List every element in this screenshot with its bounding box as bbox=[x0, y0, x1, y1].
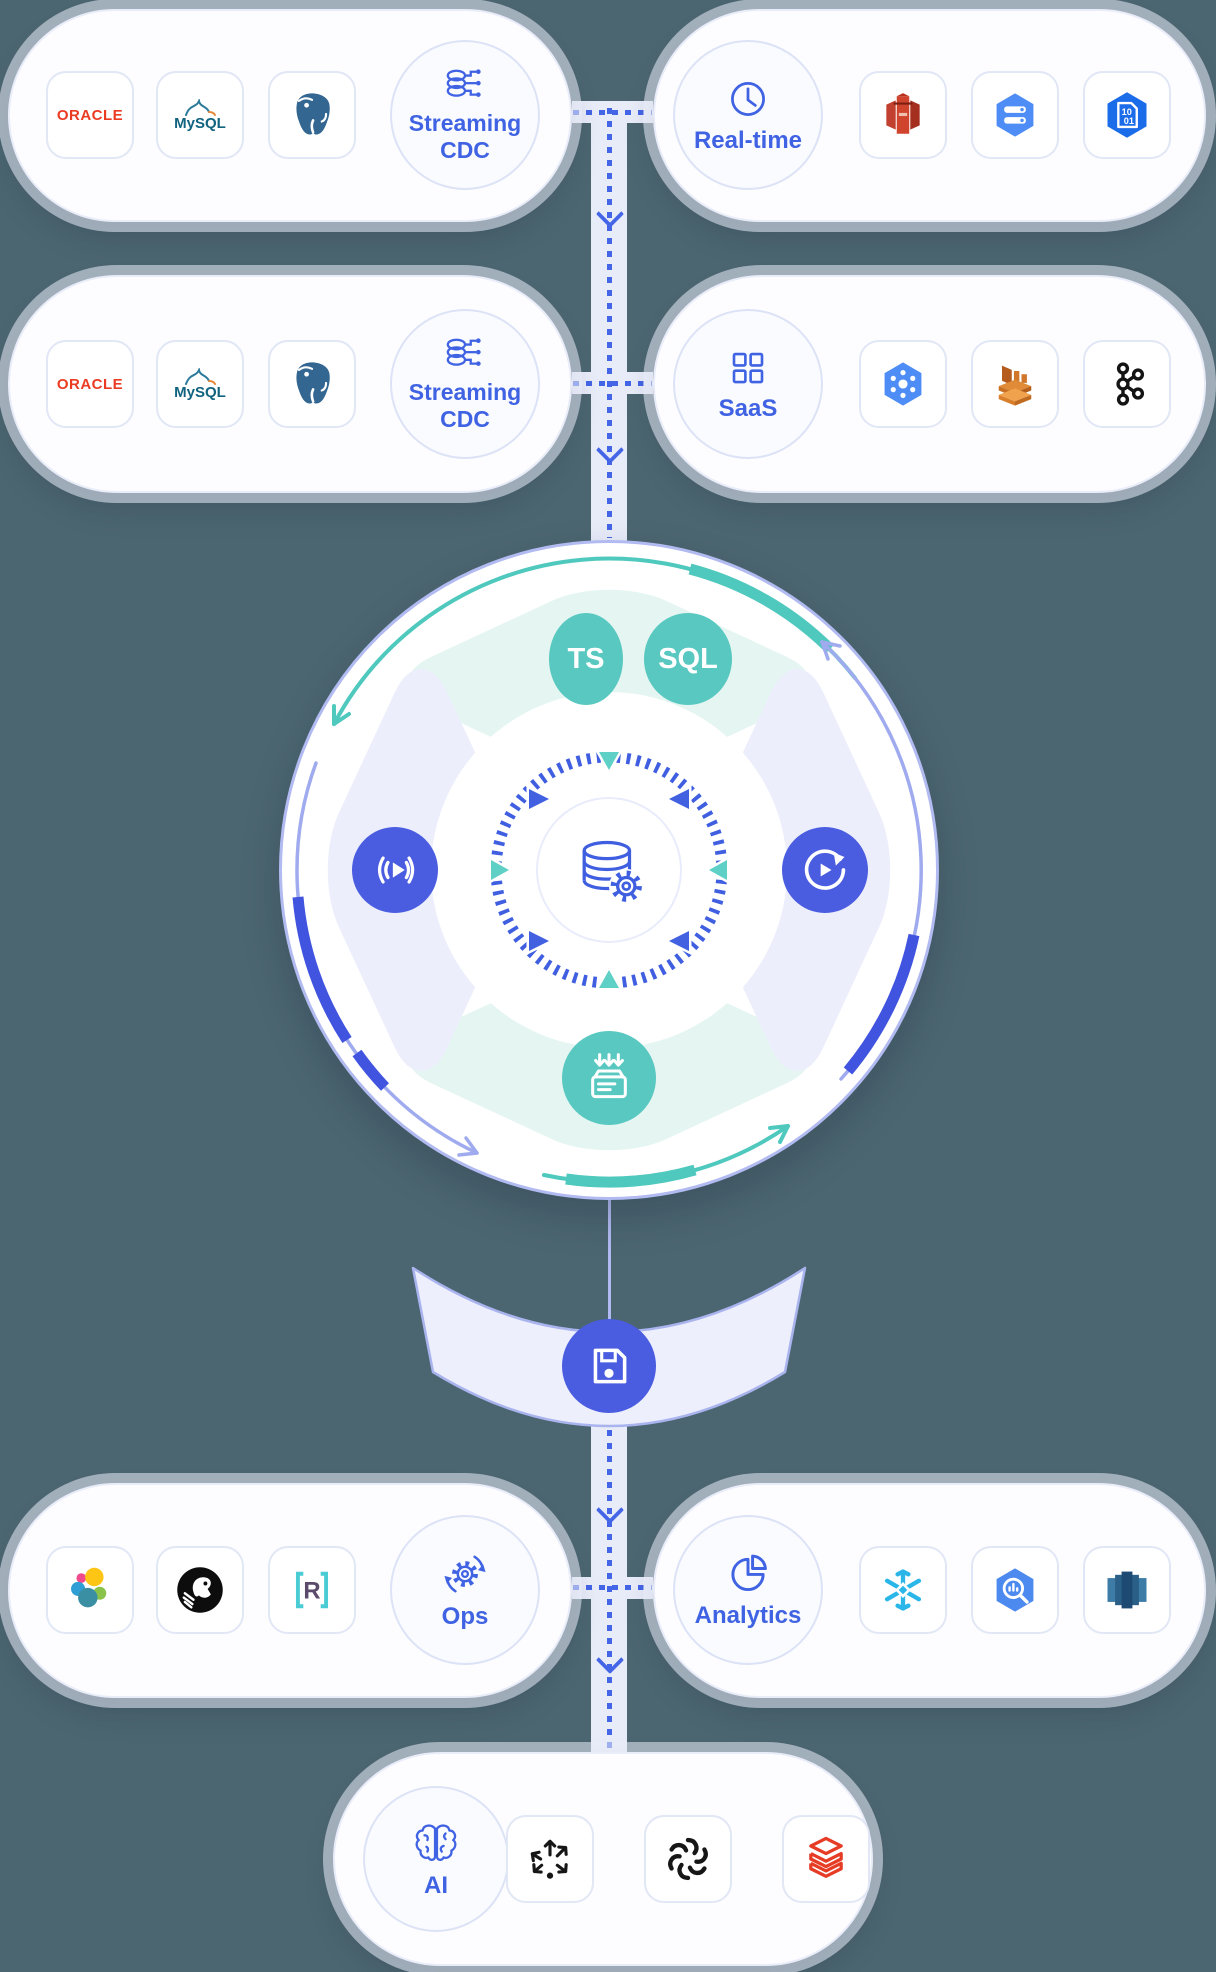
rockset-logo: R bbox=[268, 1546, 356, 1634]
mysql-dolphin-icon-2 bbox=[185, 367, 216, 385]
postgresql-logo bbox=[268, 71, 356, 159]
openai-knot-icon bbox=[668, 1837, 708, 1881]
oracle-wordmark-2: ORACLE bbox=[56, 375, 124, 393]
databricks-logo bbox=[782, 1815, 870, 1903]
teal-arrow-west bbox=[488, 855, 515, 885]
mysql-dolphin-icon bbox=[185, 98, 216, 116]
core-to-sink-line bbox=[608, 1197, 611, 1337]
redshift-panels-icon bbox=[1107, 1571, 1147, 1609]
broadcast-play-icon bbox=[377, 856, 415, 884]
animal-mascot-logo bbox=[156, 1546, 244, 1634]
archive-icon bbox=[591, 1053, 627, 1099]
ts-badge-label: TS bbox=[567, 642, 605, 675]
blue-arrow-ne bbox=[663, 784, 692, 814]
kafka-nodes-icon bbox=[1116, 362, 1145, 406]
animal-head-icon bbox=[177, 1567, 223, 1613]
cloud-sql-hexagon-icon bbox=[996, 93, 1034, 137]
replay-circle bbox=[782, 827, 868, 913]
ops-label: Ops bbox=[441, 1602, 489, 1630]
streaming-cdc-mid-label-line2: CDC bbox=[440, 406, 490, 432]
mysql-logo-2: MySQL bbox=[156, 340, 244, 428]
oracle-logo-2: ORACLE bbox=[46, 340, 134, 428]
teal-arrow-south bbox=[594, 964, 624, 991]
dashed-flow-row1 bbox=[573, 110, 652, 115]
pie-chart-icon bbox=[731, 1554, 767, 1591]
streaming-cdc-icon-2 bbox=[446, 338, 481, 366]
snowflake-logo bbox=[859, 1546, 947, 1634]
streaming-cdc-label-line1: Streaming bbox=[408, 110, 522, 136]
blue-arrow-sw bbox=[526, 926, 555, 956]
teal-arrow-east bbox=[703, 855, 730, 885]
mysql-wordmark: MySQL bbox=[174, 114, 226, 132]
aws-redshift-dark-logo bbox=[1083, 1546, 1171, 1634]
teal-arrow-north bbox=[594, 749, 624, 776]
ops-badge: Ops bbox=[390, 1515, 540, 1665]
binary-text-bottom: 01 bbox=[1124, 116, 1134, 126]
save-floppy-icon bbox=[593, 1348, 627, 1384]
sql-badge-label: SQL bbox=[658, 642, 718, 675]
analytics-label: Analytics bbox=[694, 1601, 802, 1629]
binary-file-icon: 10 01 bbox=[1083, 71, 1171, 159]
blue-arrow-se bbox=[663, 926, 692, 956]
databricks-stack-icon bbox=[809, 1836, 843, 1878]
mysql-logo: MySQL bbox=[156, 71, 244, 159]
save-sink-circle bbox=[562, 1319, 656, 1413]
openai-logo bbox=[644, 1815, 732, 1903]
dashed-rotation-ring bbox=[488, 749, 730, 991]
analytics-badge: Analytics bbox=[673, 1515, 823, 1665]
streaming-cdc-badge-mid: Streaming CDC bbox=[390, 309, 540, 459]
core-hub bbox=[536, 797, 682, 943]
database-gear-icon bbox=[582, 840, 644, 904]
aws-redshift-red-icon bbox=[886, 93, 920, 134]
streaming-cdc-badge-top: Streaming CDC bbox=[390, 40, 540, 190]
kinesis-slabs-icon bbox=[998, 365, 1032, 406]
streaming-cdc-label-line2: CDC bbox=[440, 137, 490, 163]
elasticsearch-logo bbox=[46, 1546, 134, 1634]
dashed-flow-row3 bbox=[573, 1585, 652, 1590]
aws-kinesis-icon bbox=[971, 340, 1059, 428]
aws-redshift-icon bbox=[859, 71, 947, 159]
postgresql-elephant-icon-2 bbox=[296, 362, 330, 404]
streaming-cdc-icon bbox=[446, 69, 481, 97]
oracle-logo: ORACLE bbox=[46, 71, 134, 159]
bigquery-logo bbox=[971, 1546, 1059, 1634]
apache-kafka-icon bbox=[1083, 340, 1171, 428]
replay-icon bbox=[804, 849, 846, 890]
ops-gear-sync-icon bbox=[444, 1555, 486, 1592]
binary-text-top: 10 bbox=[1122, 107, 1132, 117]
streaming-cdc-mid-label-line1: Streaming bbox=[408, 379, 522, 405]
google-pubsub-icon bbox=[859, 340, 947, 428]
brain-icon bbox=[415, 1823, 457, 1861]
cycle-arcs bbox=[292, 556, 923, 1188]
real-time-label: Real-time bbox=[693, 126, 803, 154]
rockset-letter: R bbox=[303, 1578, 320, 1605]
bigquery-hexagon-icon bbox=[996, 1568, 1034, 1612]
scatter-arrows-icon-chip bbox=[506, 1815, 594, 1903]
clock-icon bbox=[731, 81, 765, 116]
ai-badge: AI bbox=[363, 1786, 509, 1932]
sql-badge: SQL bbox=[644, 613, 732, 705]
pubsub-hexagon-icon bbox=[884, 362, 922, 406]
blue-arrow-nw bbox=[526, 784, 555, 814]
saas-grid-icon bbox=[732, 352, 764, 383]
dashed-flow-row2 bbox=[573, 381, 652, 386]
binary-hexagon-icon: 10 01 bbox=[1107, 92, 1147, 138]
snowflake-icon bbox=[884, 1569, 922, 1611]
dashed-flow-line-top bbox=[607, 108, 612, 538]
saas-badge: SaaS bbox=[673, 309, 823, 459]
oracle-wordmark: ORACLE bbox=[56, 106, 124, 124]
ai-label: AI bbox=[424, 1871, 448, 1899]
rockset-brackets-icon: R bbox=[295, 1571, 329, 1609]
google-cloud-sql-icon bbox=[971, 71, 1059, 159]
scatter-arrows-icon bbox=[530, 1839, 568, 1879]
elasticsearch-cluster-icon bbox=[71, 1567, 107, 1608]
archive-circle bbox=[562, 1031, 656, 1125]
mysql-wordmark-2: MySQL bbox=[174, 383, 226, 401]
real-time-badge: Real-time bbox=[673, 40, 823, 190]
ts-badge: TS bbox=[549, 613, 623, 705]
saas-label: SaaS bbox=[718, 394, 778, 422]
streaming-ingest-circle bbox=[352, 827, 438, 913]
postgresql-elephant-icon bbox=[296, 93, 330, 135]
postgresql-logo-2 bbox=[268, 340, 356, 428]
